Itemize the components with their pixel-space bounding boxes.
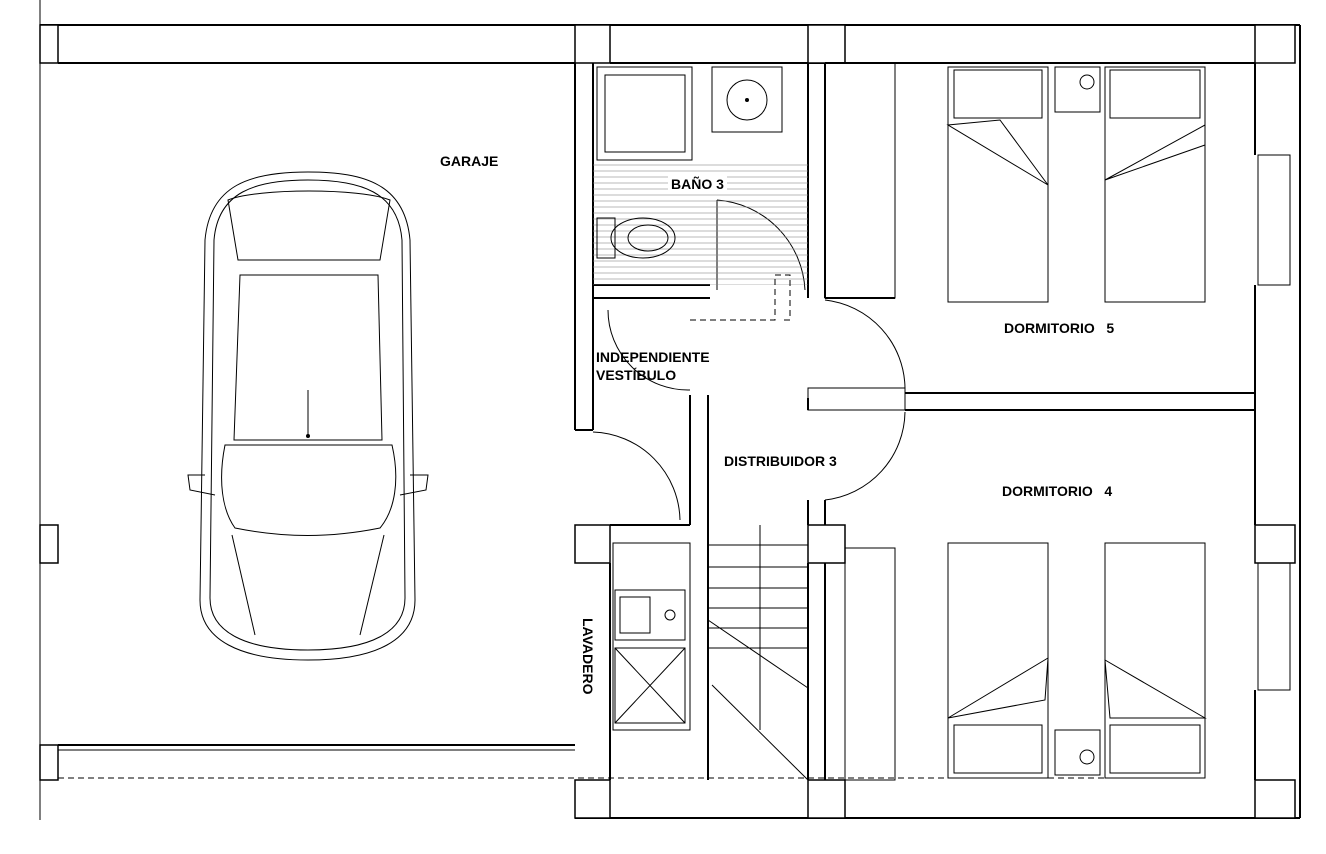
room-label-vestibule-line1: INDEPENDIENTE <box>596 349 710 365</box>
room-label-garage: GARAJE <box>440 153 499 169</box>
columns <box>39 24 1296 819</box>
room-label-bedroom-4: DORMITORIO 4 <box>1002 483 1113 499</box>
bathroom-fixtures <box>593 66 808 321</box>
bedroom5-beds <box>946 66 1206 303</box>
room-label-bedroom-5: DORMITORIO 5 <box>1004 320 1115 336</box>
car-icon <box>187 171 429 661</box>
bedroom4-beds <box>947 542 1207 779</box>
room-label-vestibule-line2: VESTÍBULO <box>596 367 677 383</box>
room-label-laundry: LAVADERO <box>580 618 596 695</box>
staircase <box>707 525 809 781</box>
exterior-walls <box>39 0 1301 820</box>
laundry-fixtures <box>612 542 691 731</box>
room-label-bathroom: BAÑO 3 <box>668 176 727 192</box>
room-label-distributor: DISTRIBUIDOR 3 <box>724 453 837 469</box>
